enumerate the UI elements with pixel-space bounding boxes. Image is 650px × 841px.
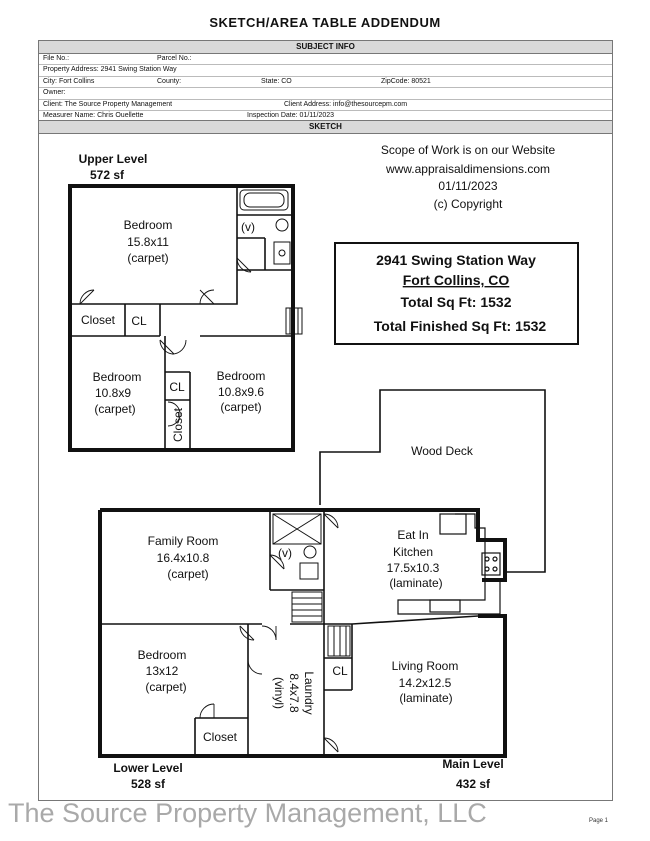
main-cl-label: CL xyxy=(332,664,348,678)
upper-bedroom-2-floor: (carpet) xyxy=(94,402,135,416)
lower-door-arcs xyxy=(199,513,339,753)
upper-cl-2-label: CL xyxy=(169,380,185,394)
living-room-floor: (laminate) xyxy=(399,691,452,705)
kitchen-counters xyxy=(397,513,501,615)
upper-bedroom-2-name: Bedroom xyxy=(93,370,142,384)
family-room-name: Family Room xyxy=(148,534,219,548)
county: County: xyxy=(157,77,182,85)
file-no: File No.: xyxy=(43,55,70,62)
inspection-date: Inspection Date: 01/11/2023 xyxy=(247,111,335,119)
upper-vent-label: (v) xyxy=(241,220,255,234)
upper-bedroom-3-name: Bedroom xyxy=(217,369,266,383)
upper-window xyxy=(285,307,303,335)
upper-bedroom-3-floor: (carpet) xyxy=(220,400,261,414)
upper-level-walls xyxy=(68,184,295,452)
client-address: Client Address: info@thesourcepm.com xyxy=(284,100,408,108)
info-row-city: City: Fort Collins County: State: CO Zip… xyxy=(39,77,612,89)
lower-bedroom-floor: (carpet) xyxy=(145,680,186,694)
lower-vent-label: (v) xyxy=(278,546,292,560)
living-room-size: 14.2x12.5 xyxy=(399,676,452,690)
info-row-address: Property Address: 2941 Swing Station Way xyxy=(39,65,612,77)
page-number: Page 1 xyxy=(589,818,609,824)
upper-bedroom-1-name: Bedroom xyxy=(124,218,173,232)
city: City: Fort Collins xyxy=(43,77,95,85)
parcel-no: Parcel No.: xyxy=(157,55,192,62)
property-address: Property Address: 2941 Swing Station Way xyxy=(43,66,177,74)
wood-deck-label: Wood Deck xyxy=(411,444,474,458)
info-row-measurer: Measurer Name: Chris Ouellette Inspectio… xyxy=(39,111,612,121)
scope-line-4: (c) Copyright xyxy=(434,197,503,211)
laundry-size: 8.4x7.8 xyxy=(287,673,301,713)
kitchen-name-1: Eat In xyxy=(397,528,428,542)
zip-code: ZipCode: 80521 xyxy=(381,77,431,85)
subject-info-header: SUBJECT INFO xyxy=(39,41,612,54)
document-title: SKETCH/AREA TABLE ADDENDUM xyxy=(209,15,441,30)
upper-bedroom-1-floor: (carpet) xyxy=(127,251,168,265)
scope-line-2: www.appraisaldimensions.com xyxy=(385,162,550,176)
upper-level-name: Upper Level xyxy=(79,152,148,166)
summary-box xyxy=(334,242,579,345)
laundry-name: Laundry xyxy=(302,671,316,714)
lower-main-interior xyxy=(100,510,479,756)
lower-bath-fixtures xyxy=(272,513,322,580)
upper-bedroom-3-size: 10.8x9.6 xyxy=(218,385,264,399)
owner: Owner: xyxy=(43,89,66,97)
upper-door-arcs xyxy=(79,257,252,427)
upper-cl-1-label: CL xyxy=(131,314,147,328)
subject-info-table: SUBJECT INFO File No.: Parcel No.: Prope… xyxy=(38,40,613,123)
info-row-owner: Owner: xyxy=(39,88,612,100)
wood-deck-outline xyxy=(319,389,546,573)
main-level-name: Main Level xyxy=(442,757,503,771)
living-room-name: Living Room xyxy=(392,659,459,673)
family-room-floor: (carpet) xyxy=(167,567,208,581)
family-room-size: 16.4x10.8 xyxy=(157,551,210,565)
lower-bedroom-size: 13x12 xyxy=(146,664,179,678)
measurer-name: Measurer Name: Chris Ouellette xyxy=(43,111,144,119)
upper-level-interior xyxy=(70,186,293,450)
lower-level-area: 528 sf xyxy=(131,777,166,791)
sketch-frame xyxy=(38,133,613,801)
sketch-header: SKETCH xyxy=(38,120,613,134)
laundry-floor: (vinyl) xyxy=(272,677,286,709)
upper-closet-vertical-label: Closet xyxy=(171,407,185,442)
summary-total: Total Sq Ft: 1532 xyxy=(401,294,512,310)
summary-address: 2941 Swing Station Way xyxy=(376,252,536,268)
summary-city: Fort Collins, CO xyxy=(403,272,510,288)
stairs xyxy=(291,591,351,657)
info-row-client: Client: The Source Property Management C… xyxy=(39,100,612,111)
lower-main-walls xyxy=(98,508,507,758)
upper-bedroom-1-size: 15.8x11 xyxy=(127,235,169,249)
summary-finished: Total Finished Sq Ft: 1532 xyxy=(374,318,547,334)
lower-closet-label: Closet xyxy=(203,730,238,744)
kitchen-name-2: Kitchen xyxy=(393,545,433,559)
state: State: CO xyxy=(261,77,292,85)
client: Client: The Source Property Management xyxy=(43,100,173,108)
upper-closet-label: Closet xyxy=(81,313,116,327)
lower-bedroom-name: Bedroom xyxy=(138,648,187,662)
upper-level-area: 572 sf xyxy=(90,168,125,182)
kitchen-size: 17.5x10.3 xyxy=(387,561,440,575)
scope-line-3: 01/11/2023 xyxy=(438,179,497,193)
info-row-file: File No.: Parcel No.: xyxy=(39,54,612,66)
main-level-area: 432 sf xyxy=(456,777,491,791)
upper-bath-fixtures xyxy=(239,189,291,265)
scope-line-1: Scope of Work is on our Website xyxy=(381,143,556,157)
upper-bedroom-2-size: 10.8x9 xyxy=(95,386,131,400)
watermark: The Source Property Management, LLC xyxy=(8,798,487,828)
kitchen-floor: (laminate) xyxy=(389,576,442,590)
lower-level-name: Lower Level xyxy=(113,761,182,775)
